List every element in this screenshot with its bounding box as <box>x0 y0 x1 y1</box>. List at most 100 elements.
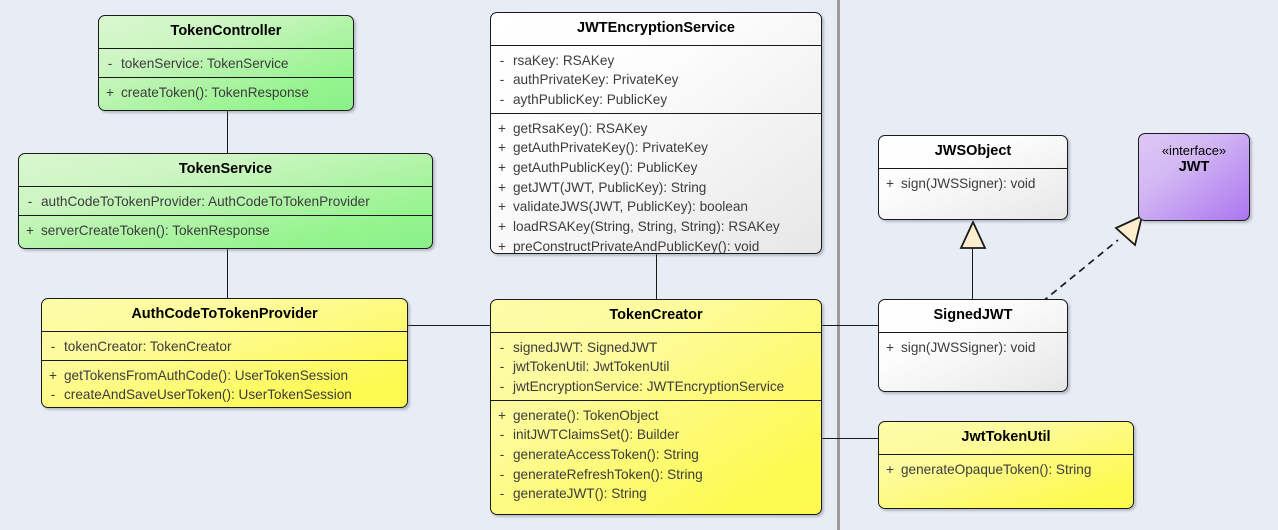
class-member: + getAuthPrivateKey(): PrivateKey <box>491 138 821 158</box>
class-operations-token-service: + serverCreateToken(): TokenResponse <box>19 214 432 245</box>
class-member: - createAndSaveUserToken(): UserTokenSes… <box>42 385 407 405</box>
edge-token-controller-token-service <box>227 110 228 155</box>
member-signature: preConstructPrivateAndPublicKey(): void <box>513 238 760 254</box>
class-member: - rsaKey: RSAKey <box>491 51 821 71</box>
class-operations-auth-code-to-token-provider: + getTokensFromAuthCode(): UserTokenSess… <box>42 359 407 406</box>
class-operations-signed-jwt: + sign(JWSSigner): void <box>879 331 1067 388</box>
class-operations-token-creator: + generate(): TokenObject - initJWTClaim… <box>491 399 821 510</box>
class-operations-jwt-token-util: + generateOpaqueToken(): String <box>879 453 1133 505</box>
member-signature: getAuthPrivateKey(): PrivateKey <box>513 140 708 156</box>
class-attributes-token-creator: - signedJWT: SignedJWT - jwtTokenUtil: J… <box>491 331 821 400</box>
class-member: - tokenCreator: TokenCreator <box>42 337 407 357</box>
class-operations-jwt-encryption-service: + getRsaKey(): RSAKey + getAuthPrivateKe… <box>491 112 821 254</box>
member-signature: sign(JWSSigner): void <box>901 339 1036 355</box>
class-box-token-creator[interactable]: TokenCreator - signedJWT: SignedJWT - jw… <box>490 299 822 515</box>
class-title-token-controller: TokenController <box>170 23 282 39</box>
member-signature: getRsaKey(): RSAKey <box>513 120 648 136</box>
member-visibility: + <box>886 461 894 477</box>
class-member: - generateJWT(): String <box>491 484 821 504</box>
member-signature: getAuthPublicKey(): PublicKey <box>513 160 698 176</box>
edge-jwt-encryption-service-token-creator <box>656 254 657 300</box>
member-signature: createToken(): TokenResponse <box>121 84 309 100</box>
member-signature: authPrivateKey: PrivateKey <box>513 72 679 88</box>
member-signature: aythPublicKey: PublicKey <box>513 92 668 108</box>
member-visibility: + <box>886 175 894 191</box>
member-visibility: - <box>50 387 56 403</box>
class-attributes-auth-code-to-token-provider: - tokenCreator: TokenCreator <box>42 330 407 360</box>
member-signature: jwtEncryptionService: JWTEncryptionServi… <box>513 379 785 395</box>
realization-dashed-line-jwt <box>1041 239 1119 303</box>
class-box-auth-code-to-token-provider[interactable]: AuthCodeToTokenProvider - tokenCreator: … <box>41 298 408 408</box>
class-member: + serverCreateToken(): TokenResponse <box>19 221 432 241</box>
class-member: - signedJWT: SignedJWT <box>491 338 821 358</box>
member-signature: generateAccessToken(): String <box>513 447 699 463</box>
member-signature: generateOpaqueToken(): String <box>901 461 1092 477</box>
class-box-token-controller[interactable]: TokenController - tokenService: TokenSer… <box>98 15 354 111</box>
class-stereotype-jwt-interface: «interface» <box>1161 143 1227 158</box>
class-member: - tokenService: TokenService <box>99 54 353 74</box>
class-title-auth-code-to-token-provider: AuthCodeToTokenProvider <box>131 306 318 322</box>
class-member: - authCodeToTokenProvider: AuthCodeToTok… <box>19 192 432 212</box>
member-visibility: - <box>499 466 505 482</box>
member-visibility: + <box>106 84 114 100</box>
class-member: - aythPublicKey: PublicKey <box>491 90 821 110</box>
member-visibility: + <box>49 367 57 383</box>
class-member: + preConstructPrivateAndPublicKey(): voi… <box>491 237 821 254</box>
class-box-token-service[interactable]: TokenService - authCodeToTokenProvider: … <box>18 153 433 249</box>
member-visibility: + <box>498 407 506 423</box>
edge-auth-code-to-token-provider-token-creator <box>408 325 490 326</box>
member-visibility: - <box>50 338 56 354</box>
edge-token-service-auth-code-to-token-provider <box>227 249 228 300</box>
member-signature: getJWT(JWT, PublicKey): String <box>513 179 707 195</box>
member-signature: generate(): TokenObject <box>513 407 659 423</box>
member-visibility: + <box>886 339 894 355</box>
edge-token-creator-signed-jwt <box>822 325 878 326</box>
class-member: - generateRefreshToken(): String <box>491 465 821 485</box>
member-signature: initJWTClaimsSet(): Builder <box>513 427 680 443</box>
member-signature: authCodeToTokenProvider: AuthCodeToToken… <box>41 193 370 209</box>
member-visibility: + <box>498 238 506 254</box>
class-name-jwt-interface: JWT <box>1178 158 1210 175</box>
class-member: - initJWTClaimsSet(): Builder <box>491 425 821 445</box>
member-visibility: - <box>499 359 505 375</box>
page-divider-line <box>837 0 840 530</box>
member-visibility: + <box>498 120 506 136</box>
class-member: + generate(): TokenObject <box>491 406 821 426</box>
member-visibility: - <box>499 92 505 108</box>
class-member: - authPrivateKey: PrivateKey <box>491 70 821 90</box>
class-member: - jwtEncryptionService: JWTEncryptionSer… <box>491 377 821 397</box>
member-visibility: + <box>498 160 506 176</box>
class-member: - jwtTokenUtil: JwtTokenUtil <box>491 357 821 377</box>
member-signature: signedJWT: SignedJWT <box>513 339 658 355</box>
class-box-jwt-encryption-service[interactable]: JWTEncryptionService - rsaKey: RSAKey - … <box>490 12 822 254</box>
member-visibility: - <box>107 55 113 71</box>
class-title-signed-jwt: SignedJWT <box>933 307 1013 323</box>
class-title-token-creator: TokenCreator <box>609 307 703 323</box>
member-signature: serverCreateToken(): TokenResponse <box>41 222 270 238</box>
member-signature: validateJWS(JWT, PublicKey): boolean <box>513 199 748 215</box>
member-signature: getTokensFromAuthCode(): UserTokenSessio… <box>64 367 349 383</box>
member-visibility: + <box>498 179 506 195</box>
member-visibility: + <box>498 219 506 235</box>
member-signature: createAndSaveUserToken(): UserTokenSessi… <box>64 387 352 403</box>
class-member: + sign(JWSSigner): void <box>879 338 1067 358</box>
class-member: + sign(JWSSigner): void <box>879 174 1067 194</box>
class-member: + getAuthPublicKey(): PublicKey <box>491 158 821 178</box>
member-signature: tokenService: TokenService <box>121 55 289 71</box>
class-box-jwt-interface[interactable]: «interface» JWT <box>1138 133 1250 221</box>
class-member: - generateAccessToken(): String <box>491 445 821 465</box>
member-visibility: - <box>499 427 505 443</box>
class-title-token-service: TokenService <box>178 161 273 177</box>
class-member: + validateJWS(JWT, PublicKey): boolean <box>491 197 821 217</box>
class-member: + generateOpaqueToken(): String <box>879 460 1133 480</box>
class-box-signed-jwt[interactable]: SignedJWT + sign(JWSSigner): void <box>878 299 1068 392</box>
member-signature: rsaKey: RSAKey <box>513 52 615 68</box>
member-visibility: - <box>499 339 505 355</box>
member-signature: jwtTokenUtil: JwtTokenUtil <box>513 359 670 375</box>
class-box-jws-object[interactable]: JWSObject + sign(JWSSigner): void <box>878 135 1068 220</box>
class-operations-jws-object: + sign(JWSSigner): void <box>879 167 1067 216</box>
member-signature: loadRSAKey(String, String, String): RSAK… <box>513 219 780 235</box>
class-title-jws-object: JWSObject <box>934 143 1012 159</box>
class-box-jwt-token-util[interactable]: JwtTokenUtil + generateOpaqueToken(): St… <box>878 421 1134 509</box>
